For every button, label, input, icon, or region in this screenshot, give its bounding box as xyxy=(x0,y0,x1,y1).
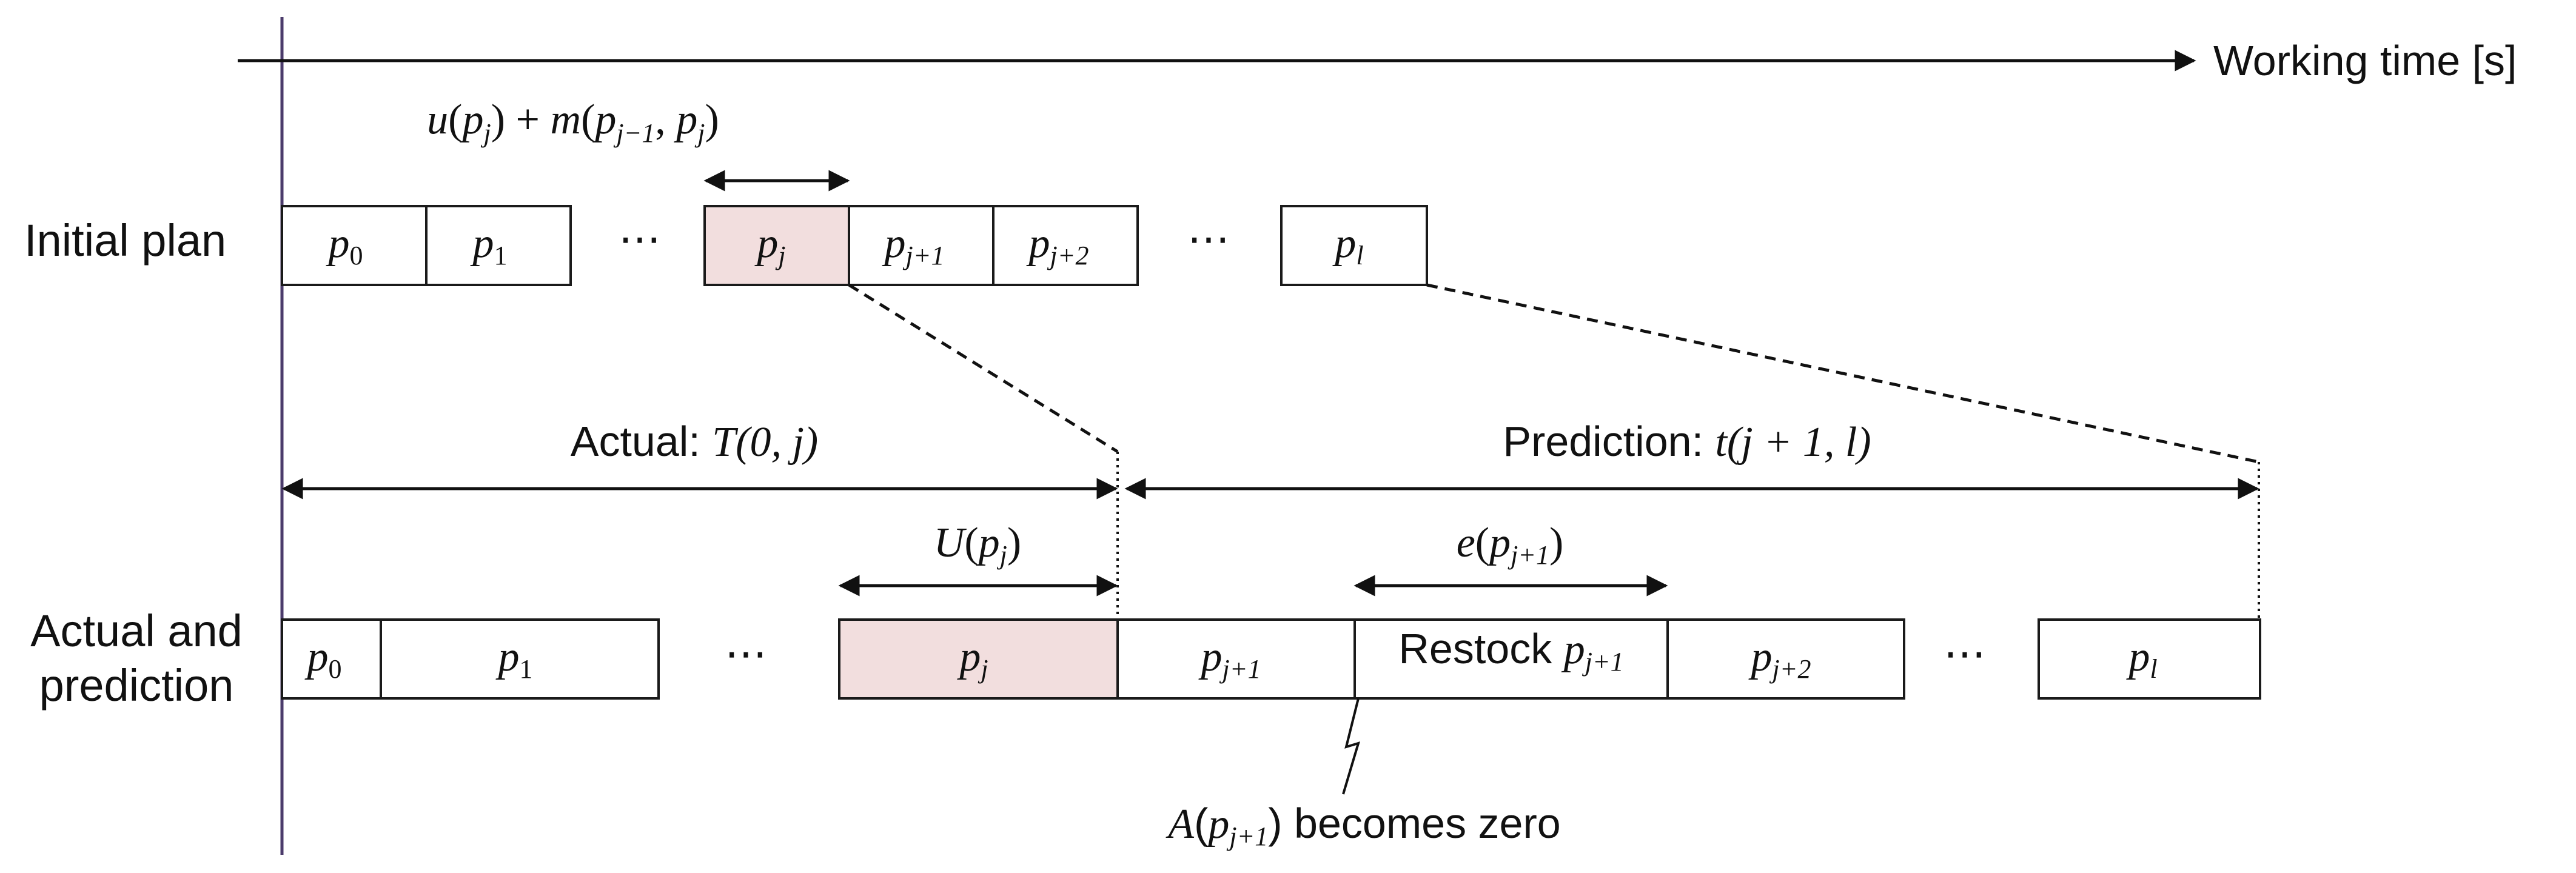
initial-pl-label: pl xyxy=(1332,220,1363,270)
actual-pj-duration-label: U(pj) xyxy=(934,520,1021,570)
initial-pj-label: pj xyxy=(754,220,785,270)
initial-ellipsis-1: ⋯ xyxy=(619,215,661,263)
initial-box-pj xyxy=(703,205,850,286)
initial-box-p0 xyxy=(281,205,428,286)
initial-duration-formula: u(pj) + m(pj−1, pj) xyxy=(427,96,719,148)
actual-box-p0 xyxy=(281,618,382,700)
actual-pj1-label: pj+1 xyxy=(1198,634,1261,684)
initial-plan-boxes: p0 p1 pj pj+1 pj+2 pl xyxy=(281,205,1428,286)
actual-box-pj2 xyxy=(1666,618,1905,700)
row-label-actual-line1: Actual and xyxy=(30,606,243,656)
actual-p1-label: p1 xyxy=(495,634,533,684)
actual-box-pj xyxy=(838,618,1119,700)
axis-label: Working time [s] xyxy=(2213,37,2517,84)
row-label-actual-line2: prediction xyxy=(39,660,234,711)
inventory-zero-annotation: A(pj+1) becomes zero xyxy=(1166,800,1560,851)
actual-restock-label: Restock pj+1 xyxy=(1398,625,1623,677)
actual-ellipsis-2: ⋯ xyxy=(1944,630,1986,677)
actual-box-restock-pj1 xyxy=(1353,618,1669,700)
row-label-initial-plan: Initial plan xyxy=(24,215,226,266)
actual-p0-label: p0 xyxy=(304,634,342,684)
initial-box-pj1 xyxy=(848,205,995,286)
initial-box-pj2 xyxy=(992,205,1139,286)
initial-p0-label: p0 xyxy=(326,220,363,270)
actual-pj-label: pj xyxy=(956,634,988,684)
initial-ellipsis-2: ⋯ xyxy=(1187,215,1230,263)
actual-pl-label: pl xyxy=(2125,634,2157,684)
initial-pj2-label: pj+2 xyxy=(1026,220,1089,270)
actual-box-p1 xyxy=(380,618,660,700)
actual-box-pl xyxy=(2038,618,2261,700)
annotation-pointer-line xyxy=(1342,698,1360,795)
actual-span-label: Actual: T(0, j) xyxy=(571,418,818,466)
actual-pj2-label: pj+2 xyxy=(1748,634,1811,684)
actual-plan-boxes: p0 p1 pj pj+1 Restock pj+1 pj+2 pl xyxy=(281,618,2261,700)
restock-duration-label: e(pj+1) xyxy=(1457,520,1564,570)
projection-dashed-line-l xyxy=(1426,283,2259,464)
initial-box-pl xyxy=(1280,205,1428,286)
actual-ellipsis-1: ⋯ xyxy=(725,630,767,677)
initial-box-p1 xyxy=(425,205,572,286)
initial-pj1-label: pj+1 xyxy=(882,220,945,270)
projection-dashed-line-j xyxy=(848,283,1119,453)
actual-box-pj1 xyxy=(1116,618,1356,700)
initial-p1-label: p1 xyxy=(470,220,508,270)
prediction-span-label: Prediction: t(j + 1, l) xyxy=(1503,418,1871,466)
